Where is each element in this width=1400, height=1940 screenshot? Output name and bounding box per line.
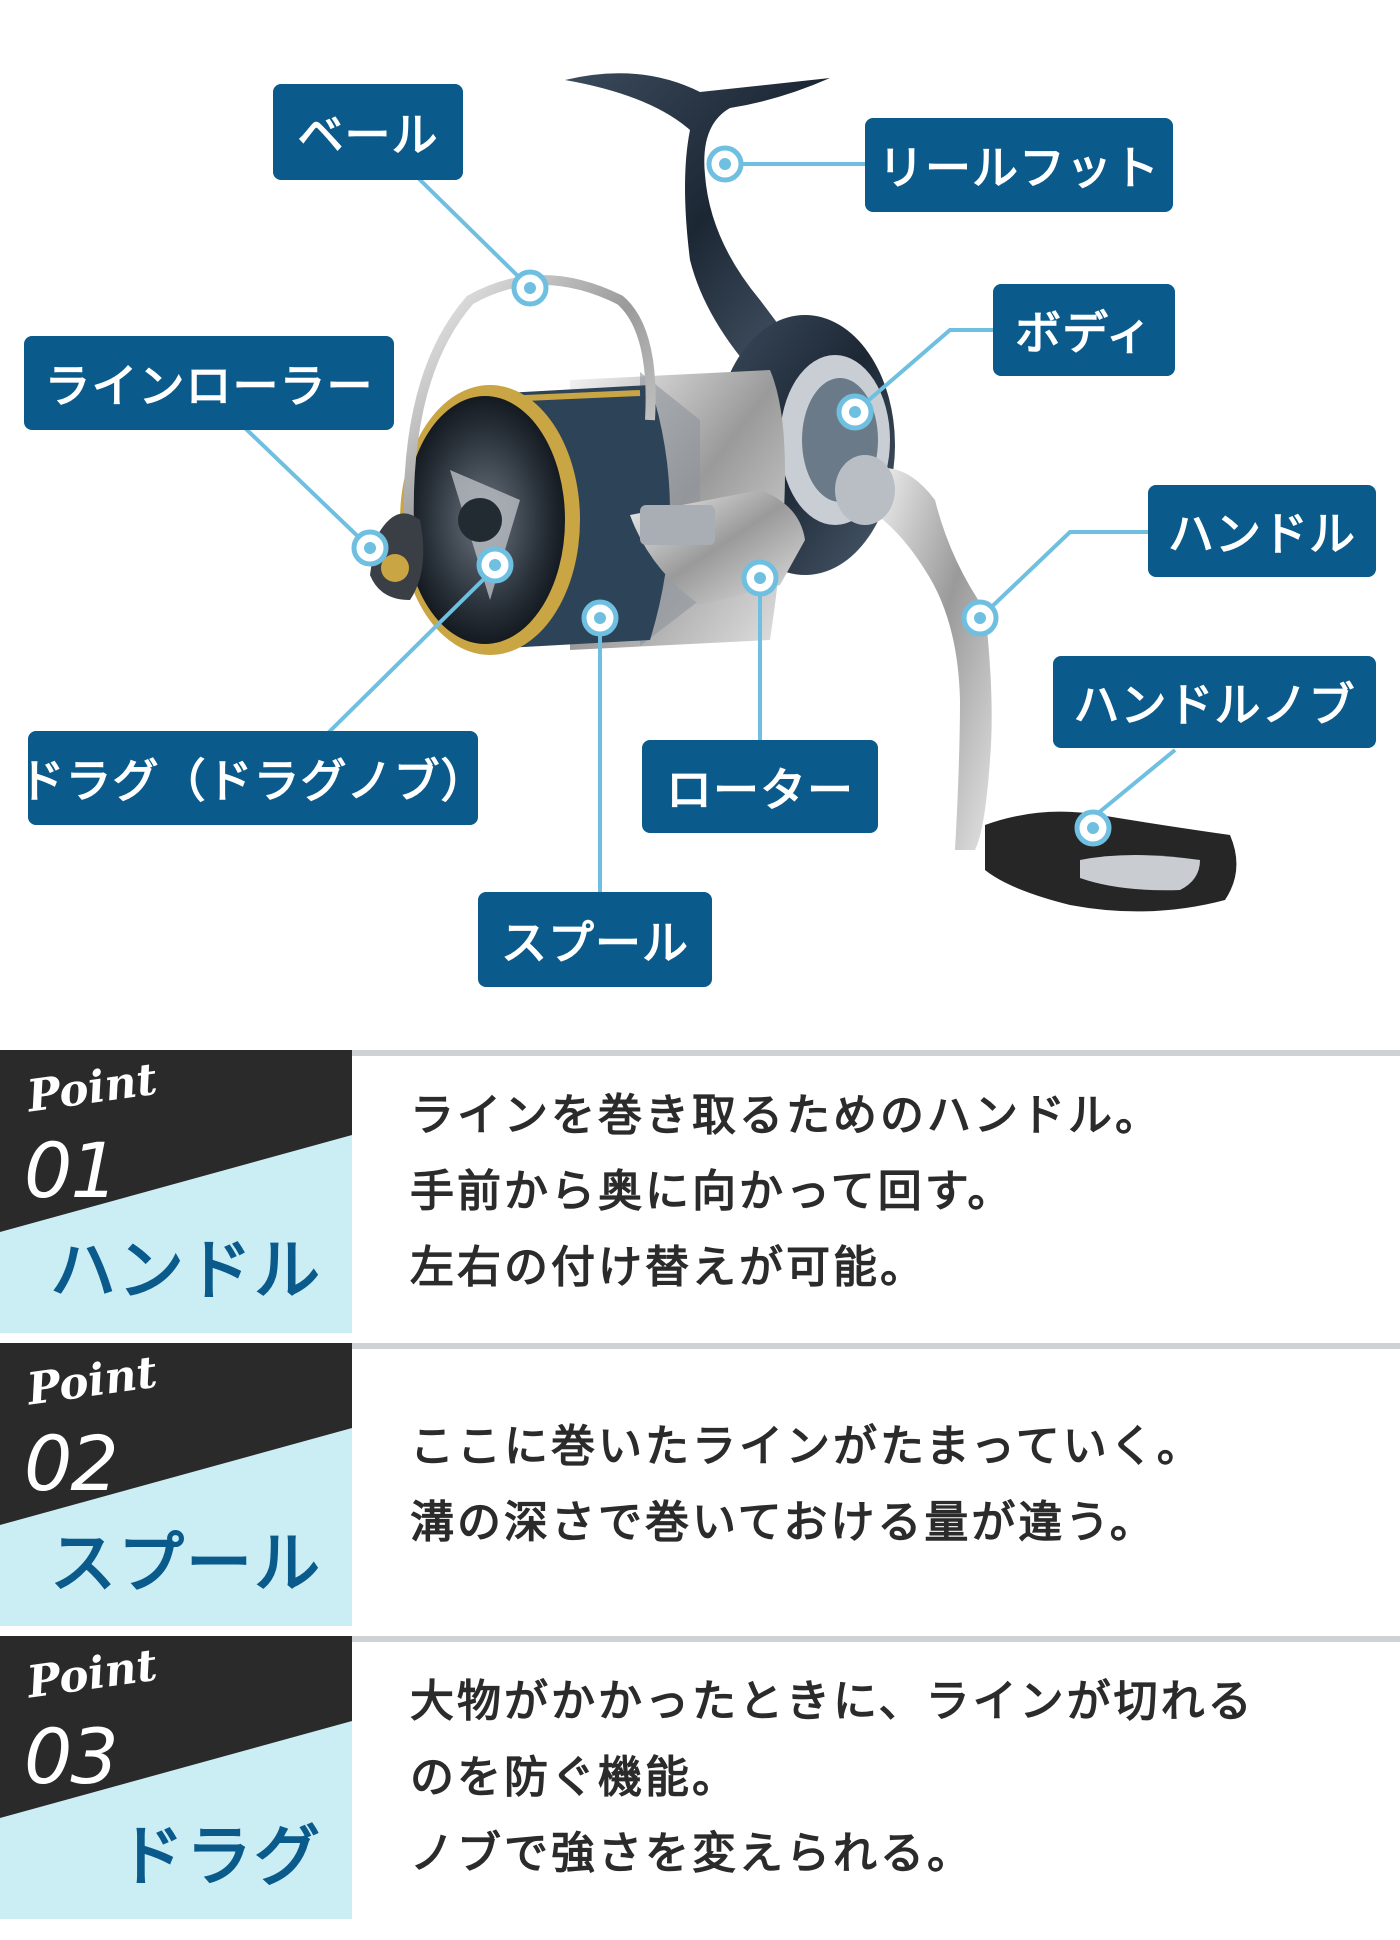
point-part-name: スプール (50, 1525, 322, 1602)
point-part-name: ドラグ (118, 1818, 322, 1895)
description-line: ノブで強さを変えられる。 (410, 1827, 974, 1879)
point-description: ここに巻いたラインがたまっていく。 溝の深さで巻いておける量が違う。 (410, 1343, 1370, 1626)
badge-background (0, 1636, 352, 1919)
label-spool: スプール (478, 892, 712, 987)
point-card-2: Point 02 スプール ここに巻いたラインがたまっていく。 溝の深さで巻いて… (0, 1343, 1400, 1626)
description-line: ここに巻いたラインがたまっていく。 (410, 1420, 1204, 1472)
label-line-roller: ラインローラー (24, 336, 394, 430)
divider (352, 1050, 1400, 1056)
point-badge: Point 01 ハンドル (0, 1050, 352, 1333)
point-number: 01 (24, 1126, 119, 1215)
part-markers (351, 145, 1112, 847)
label-handle-knob: ハンドルノブ (1053, 656, 1376, 748)
point-card-3: Point 03 ドラグ 大物がかかったときに、ラインが切れる のを防ぐ機能。 … (0, 1636, 1400, 1919)
description-line: ラインを巻き取るためのハンドル。 (410, 1089, 1162, 1141)
label-body: ボディ (993, 284, 1175, 376)
badge-background (0, 1050, 352, 1333)
divider (352, 1343, 1400, 1349)
point-description: ラインを巻き取るためのハンドル。 手前から奥に向かって回す。 左右の付け替えが可… (410, 1050, 1370, 1333)
description-line: のを防ぐ機能。 (410, 1751, 739, 1803)
description-line: 手前から奥に向かって回す。 (410, 1165, 1015, 1217)
reel-diagram: ベール リールフット ボディ ラインローラー ハンドル ハンドルノブ ドラグ（ド… (18, 73, 1376, 987)
point-number: 03 (24, 1712, 119, 1801)
description-line: 大物がかかったときに、ラインが切れる (410, 1675, 1255, 1727)
reel-foot-shape (565, 73, 830, 380)
leader-lines (243, 162, 1177, 893)
point-part-name: ハンドル (50, 1232, 322, 1309)
divider (352, 1636, 1400, 1642)
handle-arm-shape (870, 468, 992, 850)
reel-illustration (243, 73, 1237, 912)
point-badge: Point 02 スプール (0, 1343, 352, 1626)
description-line: 溝の深さで巻いておける量が違う。 (410, 1496, 1157, 1548)
label-reel-foot: リールフット (865, 118, 1173, 212)
point-card-1: Point 01 ハンドル ラインを巻き取るためのハンドル。 手前から奥に向かっ… (0, 1050, 1400, 1333)
point-badge: Point 03 ドラグ (0, 1636, 352, 1919)
point-number: 02 (24, 1419, 119, 1508)
badge-background (0, 1343, 352, 1626)
point-description: 大物がかかったときに、ラインが切れる のを防ぐ機能。 ノブで強さを変えられる。 (410, 1636, 1370, 1919)
label-rotor: ローター (642, 740, 878, 833)
description-line: 左右の付け替えが可能。 (410, 1241, 927, 1293)
label-bail: ベール (273, 84, 463, 180)
label-drag: ドラグ（ドラグノブ） (18, 731, 487, 825)
label-handle: ハンドル (1148, 485, 1376, 577)
